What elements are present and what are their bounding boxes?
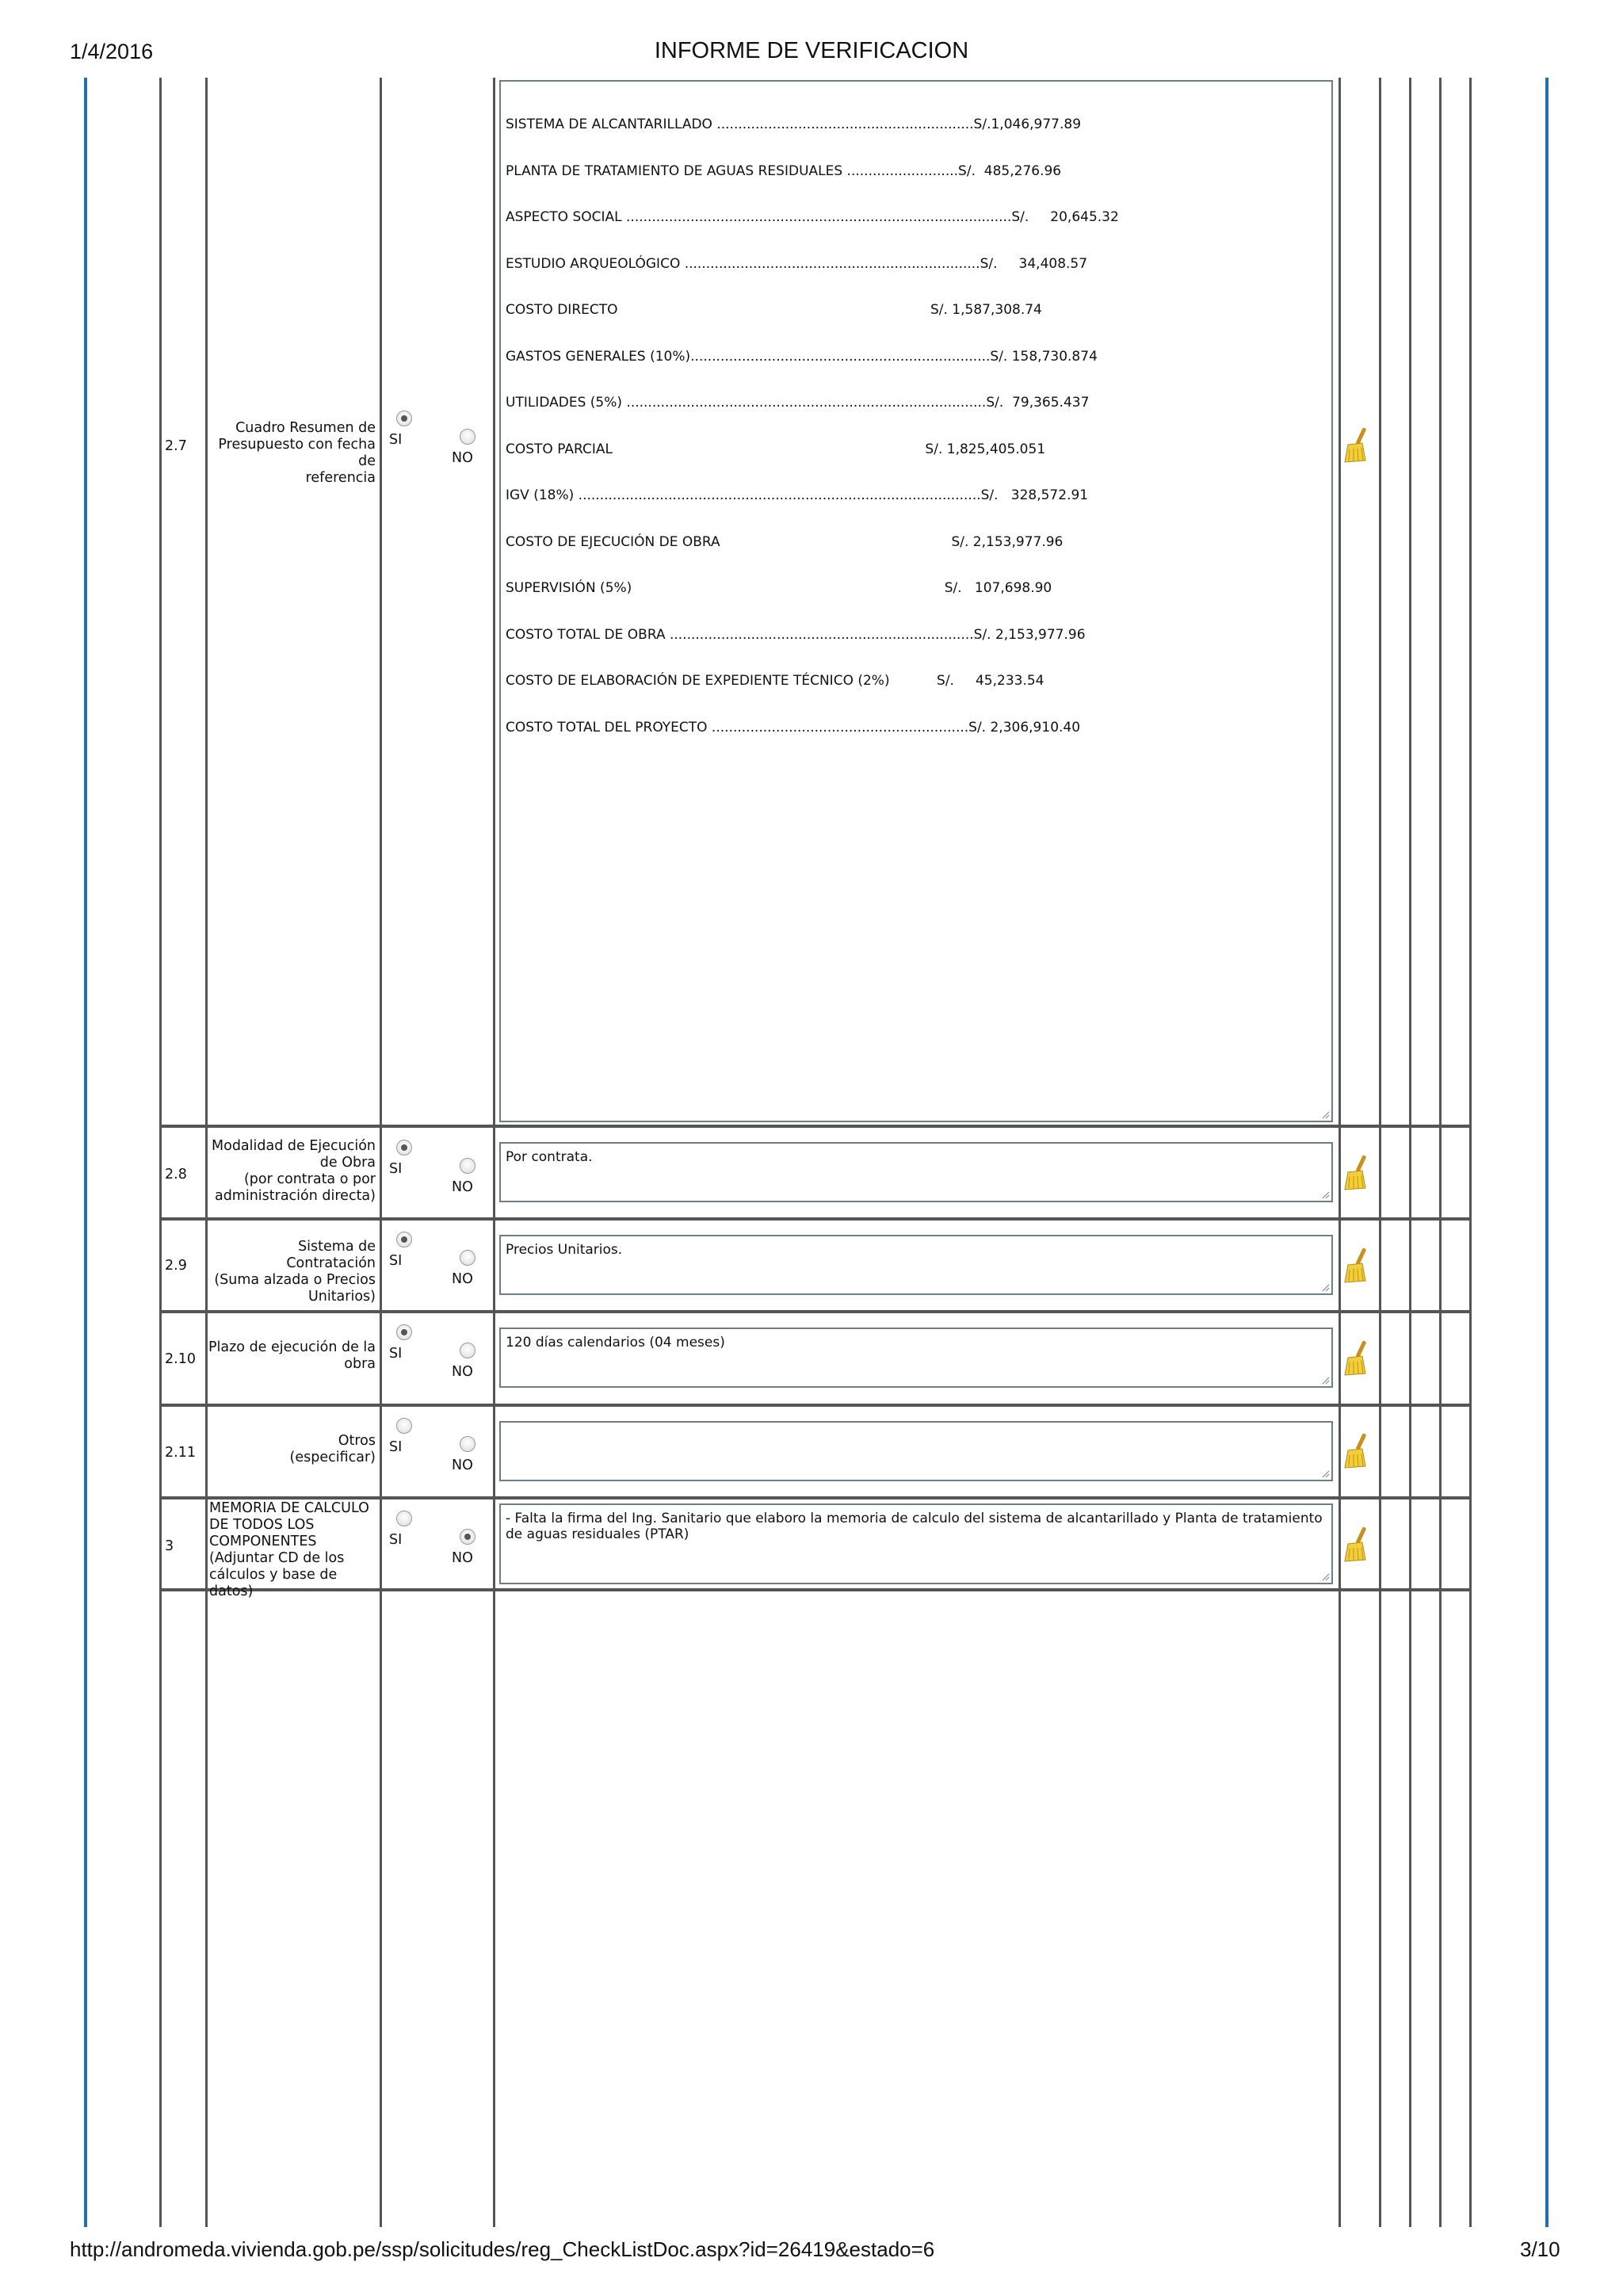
row-number: 3: [165, 1538, 174, 1554]
resize-grip-icon[interactable]: [1320, 1282, 1330, 1292]
page-title: INFORME DE VERIFICACION: [654, 38, 969, 63]
comment-textarea[interactable]: Por contrata.: [499, 1142, 1333, 1202]
comment-textarea[interactable]: 120 días calendarios (04 meses): [499, 1328, 1333, 1388]
comment-text: Precios Unitarios.: [506, 1242, 623, 1258]
grid-vline: [1439, 78, 1442, 2227]
si-radio[interactable]: [396, 1232, 412, 1247]
si-label: SI: [389, 1532, 403, 1548]
resize-grip-icon[interactable]: [1320, 1469, 1330, 1478]
row-number: 2.11: [165, 1445, 196, 1461]
grid-vline: [159, 78, 162, 2227]
resize-grip-icon[interactable]: [1320, 1110, 1330, 1119]
right-accent-bar: [1545, 78, 1549, 2227]
print-date: 1/4/2016: [70, 40, 154, 63]
si-label: SI: [389, 432, 403, 448]
si-label: SI: [389, 1253, 403, 1269]
no-label: NO: [452, 1179, 473, 1195]
grid-vline: [1338, 78, 1341, 2227]
grid-vline: [1469, 78, 1472, 2227]
row-number: 2.9: [165, 1258, 187, 1274]
grid-vline: [380, 78, 382, 2227]
no-label: NO: [452, 1457, 473, 1473]
page-number: 3/10: [1520, 2237, 1560, 2261]
comment-text: SISTEMA DE ALCANTARILLADO ..............…: [506, 117, 1119, 735]
row-number: 2.8: [165, 1167, 187, 1182]
grid-hline: [159, 1217, 1472, 1221]
grid-vline: [1409, 78, 1411, 2227]
no-radio[interactable]: [460, 1529, 475, 1545]
row-label: Sistema de Contratación(Suma alzada o Pr…: [214, 1239, 376, 1305]
si-radio[interactable]: [396, 1418, 412, 1434]
no-label: NO: [452, 1550, 473, 1566]
row-number: 2.7: [165, 438, 187, 454]
si-label: SI: [389, 1161, 403, 1177]
si-radio[interactable]: [396, 1324, 412, 1340]
clear-broom-icon[interactable]: [1342, 1153, 1373, 1191]
page-url: http://andromeda.vivienda.gob.pe/ssp/sol…: [70, 2237, 935, 2261]
row-number: 2.10: [165, 1351, 196, 1367]
no-label: NO: [452, 450, 473, 466]
si-label: SI: [389, 1439, 403, 1455]
comment-text: - Falta la firma del Ing. Sanitario que …: [506, 1511, 1323, 1542]
comment-text: Por contrata.: [506, 1149, 593, 1165]
left-accent-bar: [84, 78, 87, 2227]
no-radio[interactable]: [460, 1436, 475, 1452]
si-radio[interactable]: [396, 1511, 412, 1526]
clear-broom-icon[interactable]: [1342, 426, 1373, 464]
no-radio[interactable]: [460, 1250, 475, 1266]
si-label: SI: [389, 1346, 403, 1362]
clear-broom-icon[interactable]: [1342, 1525, 1373, 1563]
no-radio[interactable]: [460, 1158, 475, 1174]
comment-textarea[interactable]: - Falta la firma del Ing. Sanitario que …: [499, 1503, 1333, 1584]
clear-broom-icon[interactable]: [1342, 1339, 1373, 1377]
no-label: NO: [452, 1364, 473, 1380]
comment-textarea[interactable]: [499, 1421, 1333, 1481]
no-label: NO: [452, 1271, 473, 1287]
comment-text: 120 días calendarios (04 meses): [506, 1335, 725, 1350]
clear-broom-icon[interactable]: [1342, 1431, 1373, 1469]
grid-hline: [159, 1125, 1472, 1128]
grid-hline: [159, 1310, 1472, 1313]
no-radio[interactable]: [460, 1343, 475, 1358]
resize-grip-icon[interactable]: [1320, 1375, 1330, 1385]
comment-textarea[interactable]: Precios Unitarios.: [499, 1235, 1333, 1295]
clear-broom-icon[interactable]: [1342, 1246, 1373, 1284]
grid-hline: [159, 1496, 1472, 1499]
grid-hline: [159, 1404, 1472, 1407]
si-radio[interactable]: [396, 1140, 412, 1156]
si-radio[interactable]: [396, 411, 412, 426]
no-radio[interactable]: [460, 429, 475, 445]
comment-textarea[interactable]: SISTEMA DE ALCANTARILLADO ..............…: [499, 80, 1333, 1122]
grid-vline: [1379, 78, 1381, 2227]
resize-grip-icon[interactable]: [1320, 1572, 1330, 1581]
grid-vline: [493, 78, 495, 2227]
grid-hline: [159, 1588, 1472, 1591]
resize-grip-icon[interactable]: [1320, 1190, 1330, 1199]
row-label: Otros(especificar): [289, 1433, 376, 1465]
grid-vline: [205, 78, 208, 2227]
